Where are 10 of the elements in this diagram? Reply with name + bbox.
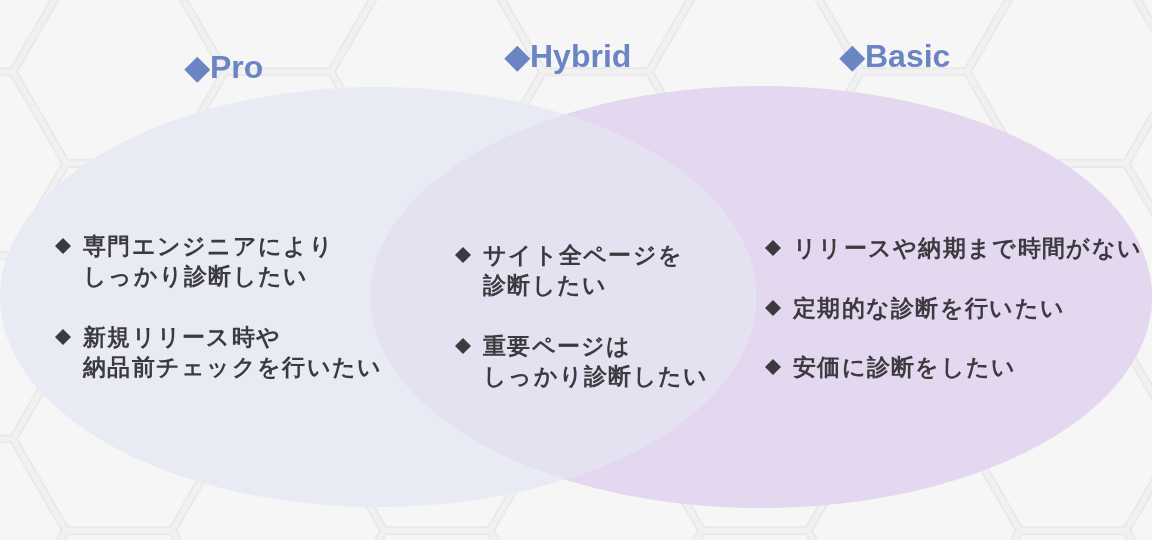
group-heading: ◆Basic bbox=[840, 37, 951, 75]
bullet-text: 定期的な診断を行いたい bbox=[793, 294, 1066, 323]
bullet-text: 安価に診断をしたい bbox=[793, 353, 1017, 382]
group-heading: ◆Hybrid bbox=[505, 37, 632, 75]
bullet-text: 新規リリース時や納品前チェックを行いたい bbox=[83, 323, 383, 382]
bullet-text: 重要ページはしっかり診断したい bbox=[483, 332, 709, 391]
group-heading: ◆Pro bbox=[185, 48, 264, 86]
bullet-text: 専門エンジニアによりしっかり診断したい bbox=[83, 232, 334, 291]
bullet-text: サイト全ページを診断したい bbox=[483, 241, 684, 300]
bullet-text: リリースや納期まで時間がない bbox=[793, 234, 1143, 263]
